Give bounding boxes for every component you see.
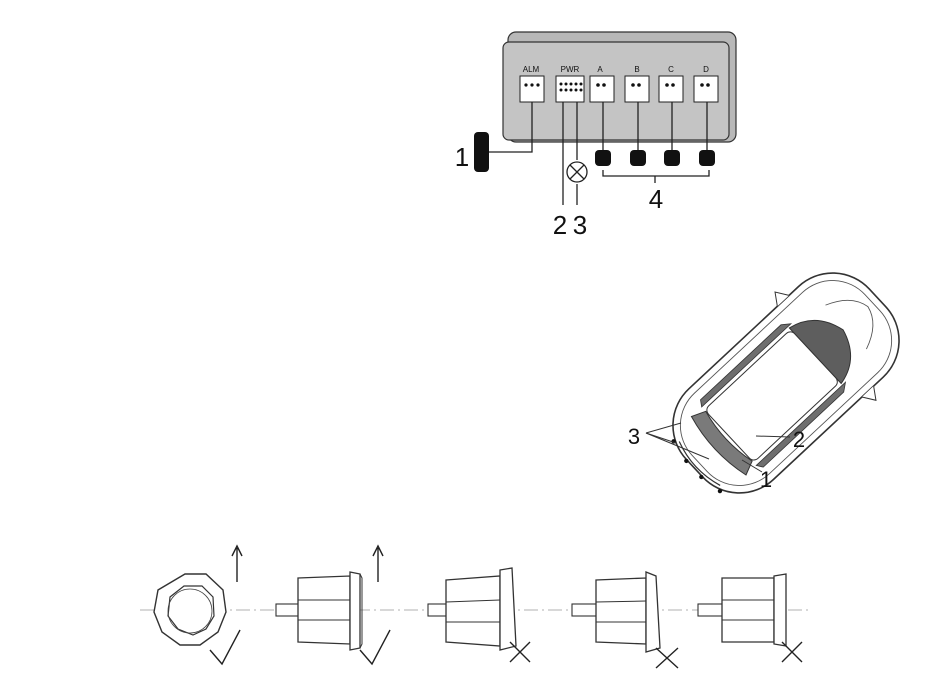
sensor-port-d — [694, 76, 718, 102]
sensor-icon-c — [664, 150, 680, 166]
port-label-alm: ALM — [523, 65, 540, 74]
step-recessed — [698, 574, 802, 662]
sensor-port-c — [659, 76, 683, 102]
sensor-icon-a — [595, 150, 611, 166]
mounting-steps — [140, 546, 810, 668]
port-label-c: C — [668, 65, 674, 74]
cross-mark-5 — [782, 642, 802, 662]
sensor-icon-b — [630, 150, 646, 166]
sensor-port-a — [590, 76, 614, 102]
cross-mark-3 — [510, 642, 530, 662]
arrow-up-icon-2 — [373, 546, 383, 582]
reverse-lamp-icon — [567, 162, 587, 182]
step-protruding — [572, 572, 678, 668]
port-label-b: B — [634, 65, 639, 74]
step-tilted-forward — [428, 568, 530, 662]
step-correct-angle — [276, 546, 390, 664]
arrow-up-icon-1 — [232, 546, 242, 582]
callout-power: 2 — [553, 210, 567, 240]
buzzer-icon — [474, 132, 489, 172]
callout-buzzer: 1 — [455, 142, 469, 172]
car-top-view: 3 2 1 — [628, 244, 928, 525]
callout-bumper: 2 — [793, 427, 805, 452]
port-label-pwr: PWR — [561, 65, 580, 74]
port-label-d: D — [703, 65, 709, 74]
check-mark-2 — [360, 630, 390, 664]
callout-sensor: 1 — [760, 467, 772, 492]
alm-port — [520, 76, 544, 102]
callout-reverse-lamp: 3 — [573, 210, 587, 240]
sensor-port-b — [625, 76, 649, 102]
sensor-icon-d — [699, 150, 715, 166]
callout-sensors: 4 — [649, 184, 663, 214]
control-unit-wiring: ALM PWR A B C D — [455, 32, 736, 240]
step-front-view — [154, 546, 242, 664]
cross-mark-4 — [656, 648, 678, 668]
pwr-port — [556, 76, 584, 102]
callout-coverage: 3 — [628, 424, 640, 449]
port-label-a: A — [597, 65, 603, 74]
